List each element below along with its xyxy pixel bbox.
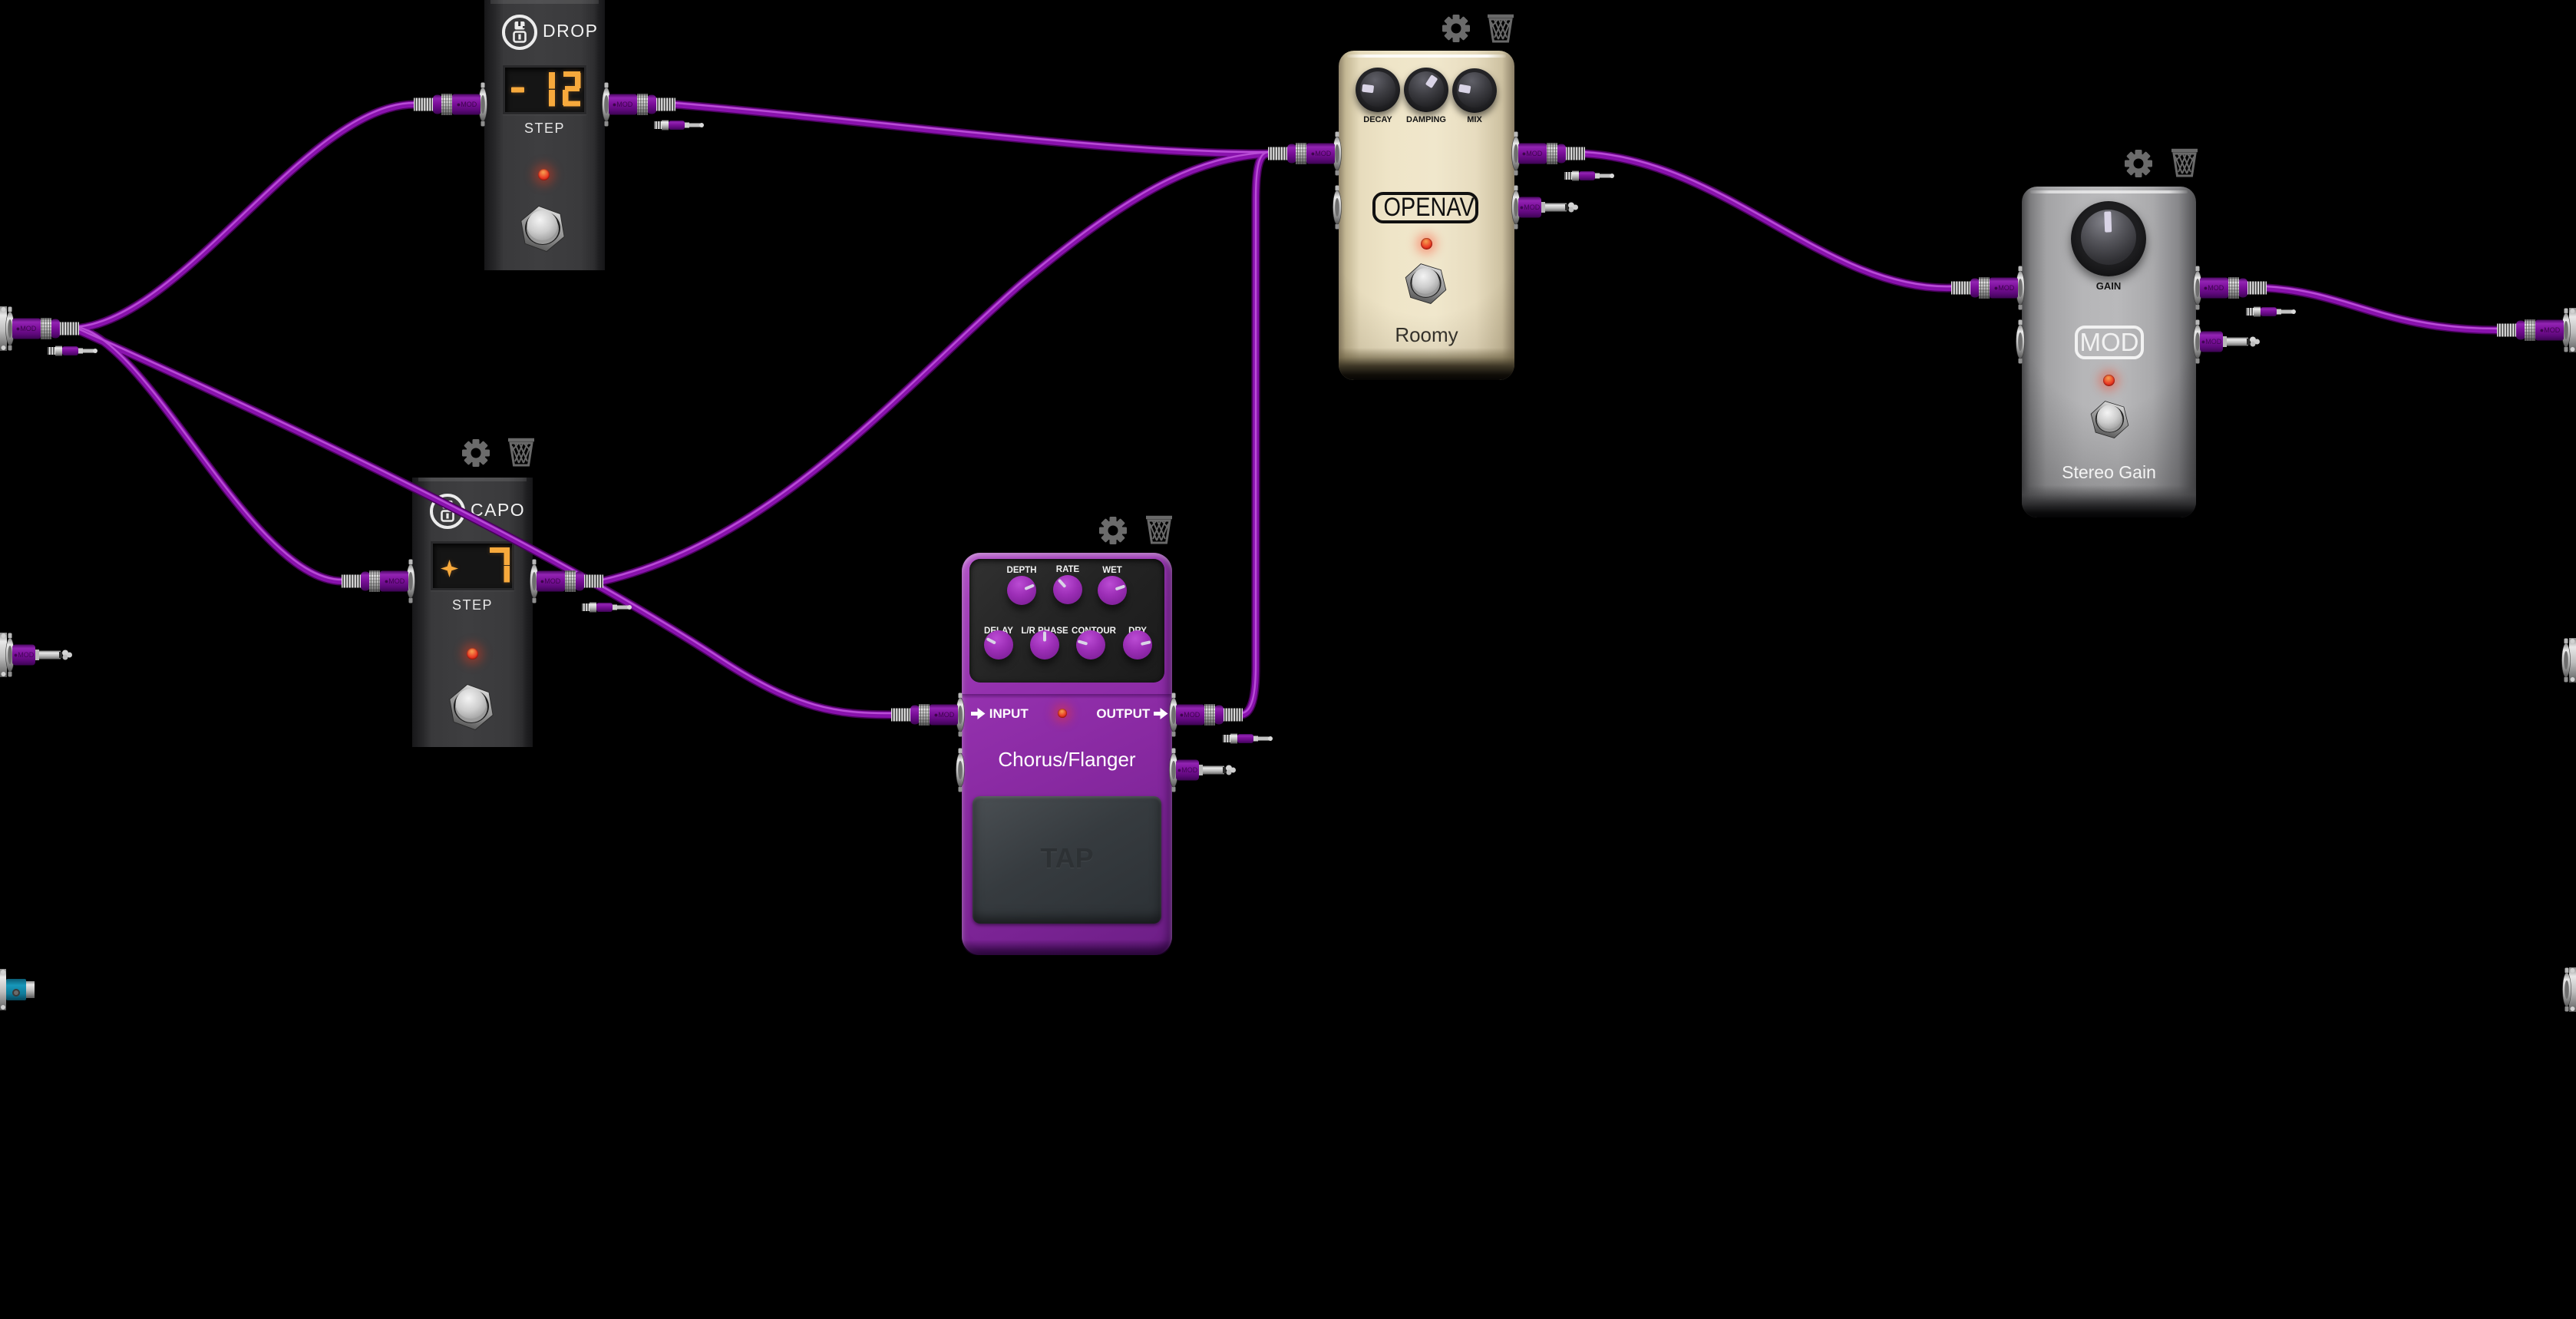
svg-text:●MOD: ●MOD	[16, 325, 37, 332]
svg-text:●MOD: ●MOD	[1522, 150, 1543, 157]
svg-text:●MOD: ●MOD	[934, 711, 955, 719]
svg-text:●MOD: ●MOD	[2540, 326, 2561, 334]
svg-text:●MOD: ●MOD	[2204, 284, 2224, 292]
svg-text:●MOD: ●MOD	[1994, 284, 2015, 292]
svg-text:●MOD: ●MOD	[1180, 711, 1200, 719]
svg-text:●MOD: ●MOD	[540, 577, 561, 585]
svg-text:●MOD: ●MOD	[1311, 150, 1332, 157]
svg-text:●MOD: ●MOD	[613, 101, 633, 108]
svg-text:●MOD: ●MOD	[457, 101, 477, 108]
svg-text:●MOD: ●MOD	[385, 577, 405, 585]
